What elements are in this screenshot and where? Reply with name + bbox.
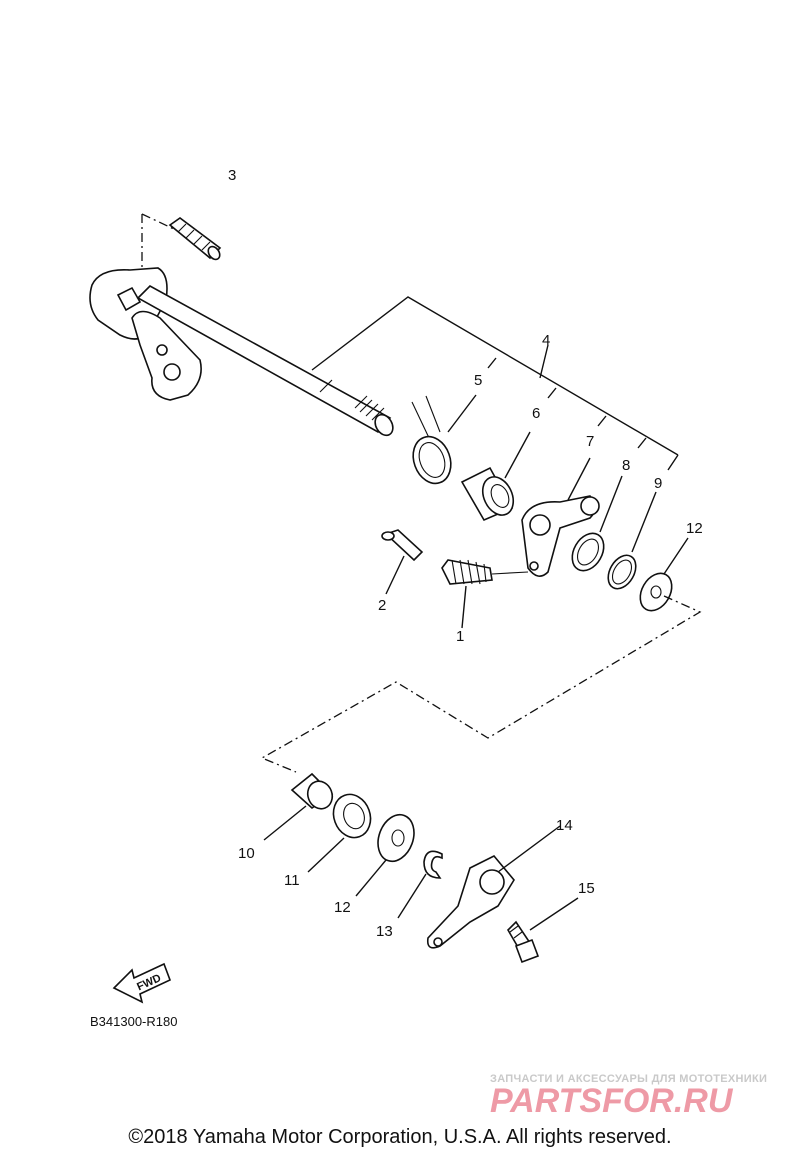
callout-labels: 3 4 5 6 7 8 9 12 2 1 10 11 12 13 14 15 — [228, 167, 703, 940]
circlip-13 — [397, 850, 443, 919]
callout-9: 9 — [654, 475, 662, 492]
parts-exploded-diagram: 3 4 5 6 7 8 9 12 2 1 10 11 12 13 14 15 F… — [89, 167, 767, 1120]
collar — [460, 431, 531, 522]
callout-3: 3 — [228, 167, 236, 184]
spring-1 — [441, 559, 529, 629]
oil-seal-11 — [307, 793, 372, 873]
watermark-logo: PARTSFOR.RU — [490, 1082, 734, 1120]
copyright-notice: ©2018 Yamaha Motor Corporation, U.S.A. A… — [128, 1126, 672, 1148]
callout-14: 14 — [556, 817, 573, 834]
washer-8 — [571, 475, 623, 572]
callout-2: 2 — [378, 597, 386, 614]
callout-6: 6 — [532, 405, 540, 422]
watermark: ЗАПЧАСТИ И АКСЕССУАРЫ ДЛЯ МОТОТЕХНИКИ PA… — [490, 1073, 767, 1120]
callout-1: 1 — [456, 628, 464, 645]
callout-11: 11 — [284, 872, 300, 889]
washer-12-lower — [355, 813, 415, 897]
pin-2 — [381, 529, 424, 595]
return-spring — [411, 394, 477, 485]
assembly-bracket — [311, 296, 679, 471]
washer-12-upper — [639, 537, 689, 612]
callout-10: 10 — [238, 845, 255, 862]
callout-5: 5 — [474, 372, 482, 389]
bearing-10 — [263, 772, 334, 841]
shift-shaft-assembly — [89, 213, 394, 437]
diagram-code: B341300-R180 — [90, 1014, 177, 1029]
bolt-15 — [506, 897, 579, 964]
callout-8: 8 — [622, 457, 630, 474]
callout-15: 15 — [578, 880, 595, 897]
circlip-9 — [607, 491, 657, 590]
callout-13: 13 — [376, 923, 393, 940]
callout-12-lower: 12 — [334, 899, 351, 916]
shift-arm-14 — [426, 825, 561, 949]
shift-lever — [521, 457, 600, 577]
watermark-tagline: ЗАПЧАСТИ И АКСЕССУАРЫ ДЛЯ МОТОТЕХНИКИ — [490, 1073, 767, 1085]
callout-12-upper: 12 — [686, 520, 703, 537]
stopper-bolt — [168, 217, 222, 261]
callout-7: 7 — [586, 433, 594, 450]
group-boundary-line — [260, 595, 702, 773]
fwd-arrow-icon: FWD — [112, 962, 172, 1004]
callout-4: 4 — [542, 332, 550, 349]
